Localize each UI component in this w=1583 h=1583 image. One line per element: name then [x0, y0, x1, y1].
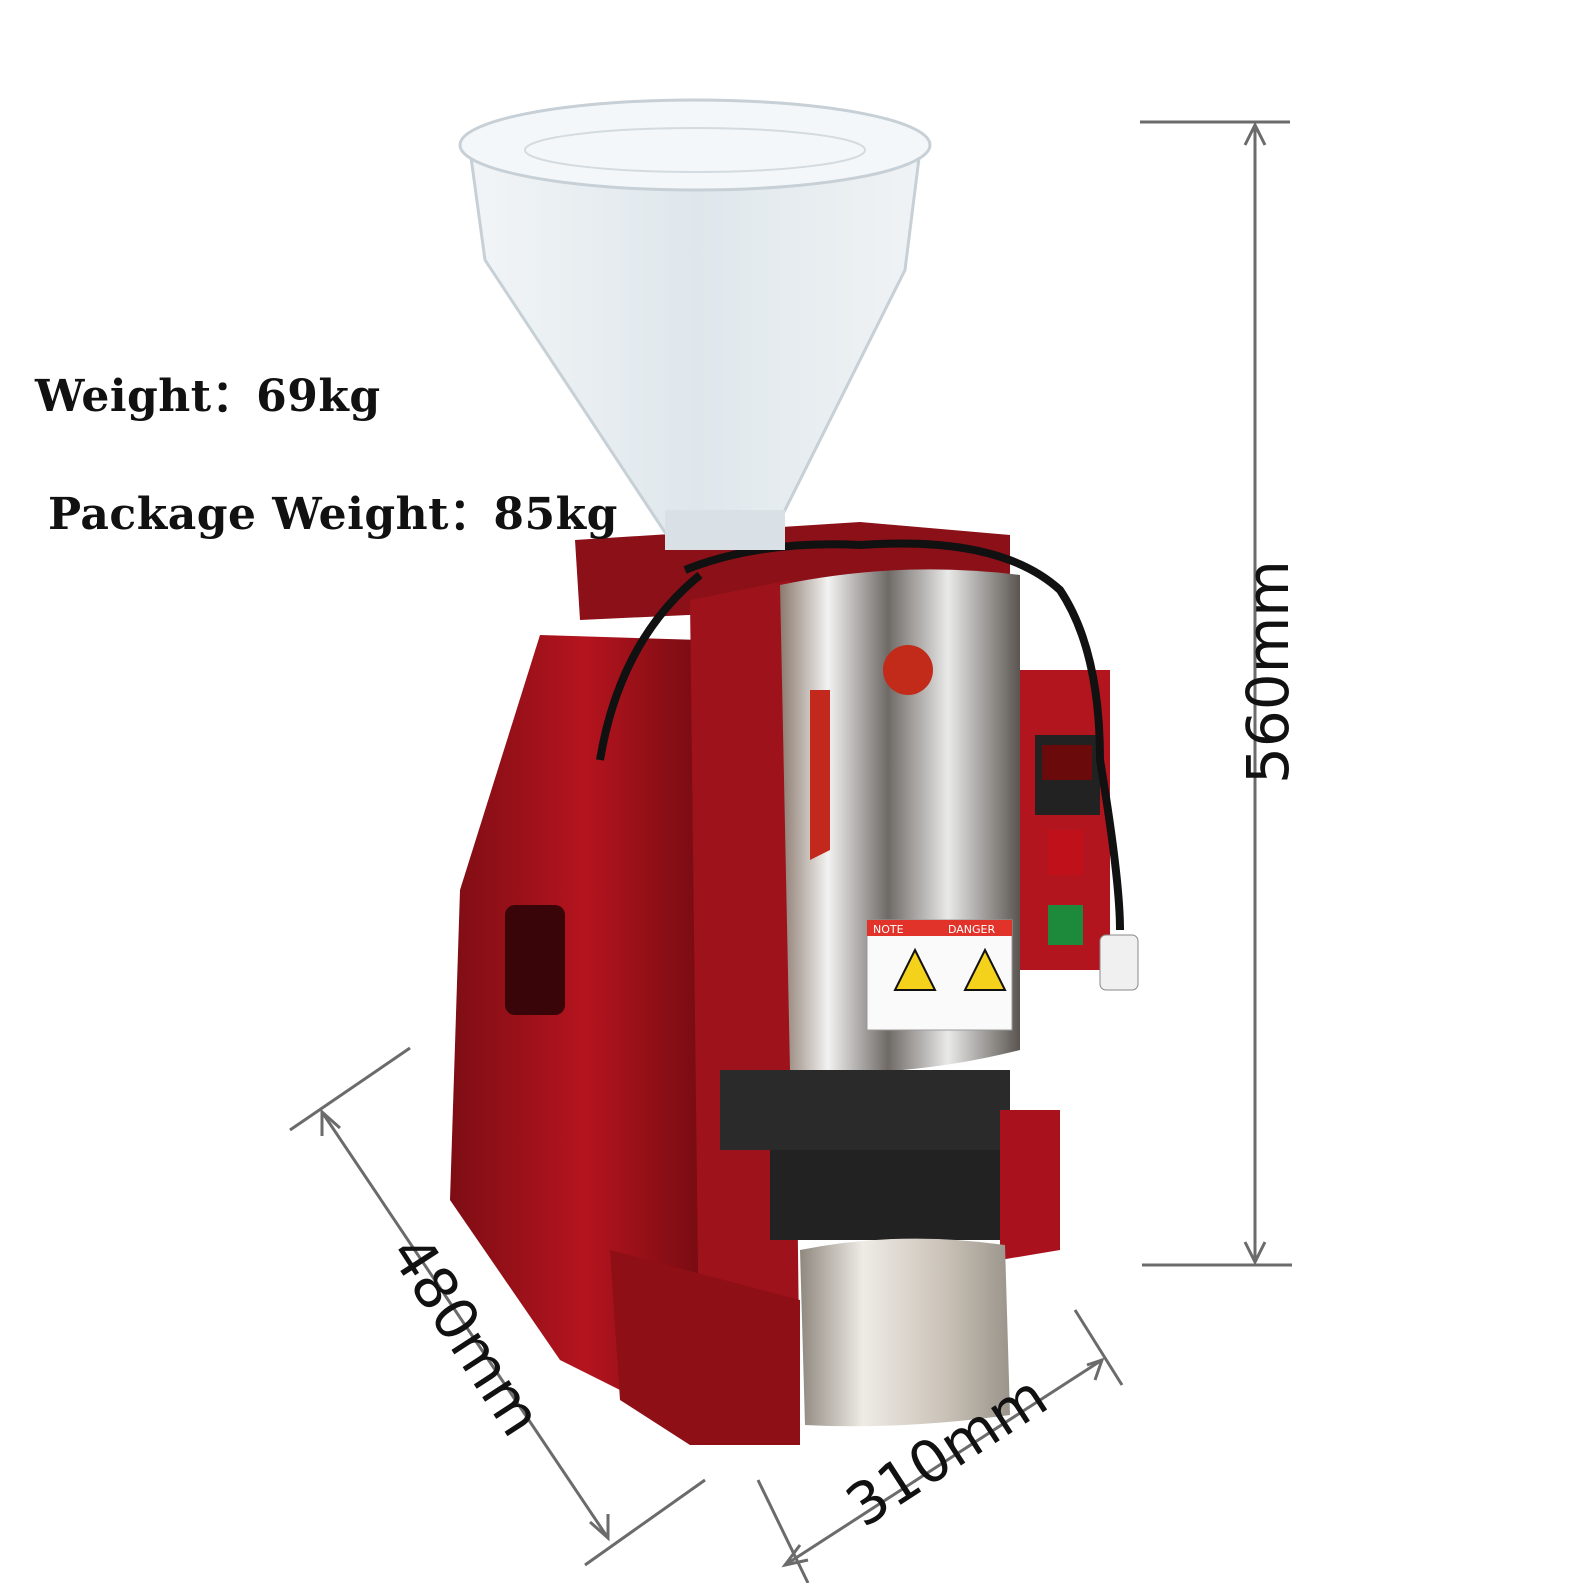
arrow-up-right-icon	[1086, 1357, 1105, 1381]
depth-dimension-line	[320, 1111, 610, 1539]
weight-spec: Weight：69kg	[35, 371, 381, 422]
width-right-extension-line	[1073, 1309, 1124, 1386]
warning-danger-text: DANGER	[948, 923, 996, 936]
dimension-lines	[289, 120, 1292, 1583]
warning-note-text: NOTE	[873, 923, 904, 936]
arrow-up-icon	[1243, 121, 1267, 146]
arrow-down-right-icon	[589, 1514, 610, 1542]
arrow-down-left-icon	[781, 1544, 809, 1568]
hazard-triangle-icon	[963, 947, 1007, 991]
hazard-triangle-icon	[893, 947, 937, 991]
bean-hopper	[458, 98, 932, 550]
arrow-up-left-icon	[320, 1108, 341, 1136]
width-left-extension-line	[756, 1479, 810, 1583]
width-dimension-line	[784, 1358, 1103, 1567]
package-weight-spec: Package Weight：85kg	[48, 489, 618, 540]
depth-bottom-extension-line	[584, 1478, 706, 1567]
depth-top-extension-line	[289, 1046, 411, 1132]
arrow-down-icon	[1243, 1241, 1267, 1266]
warning-label: NOTE DANGER	[866, 919, 1013, 1031]
grinder-body	[450, 522, 1139, 1445]
height-dimension-label: 560mm	[1234, 560, 1302, 784]
